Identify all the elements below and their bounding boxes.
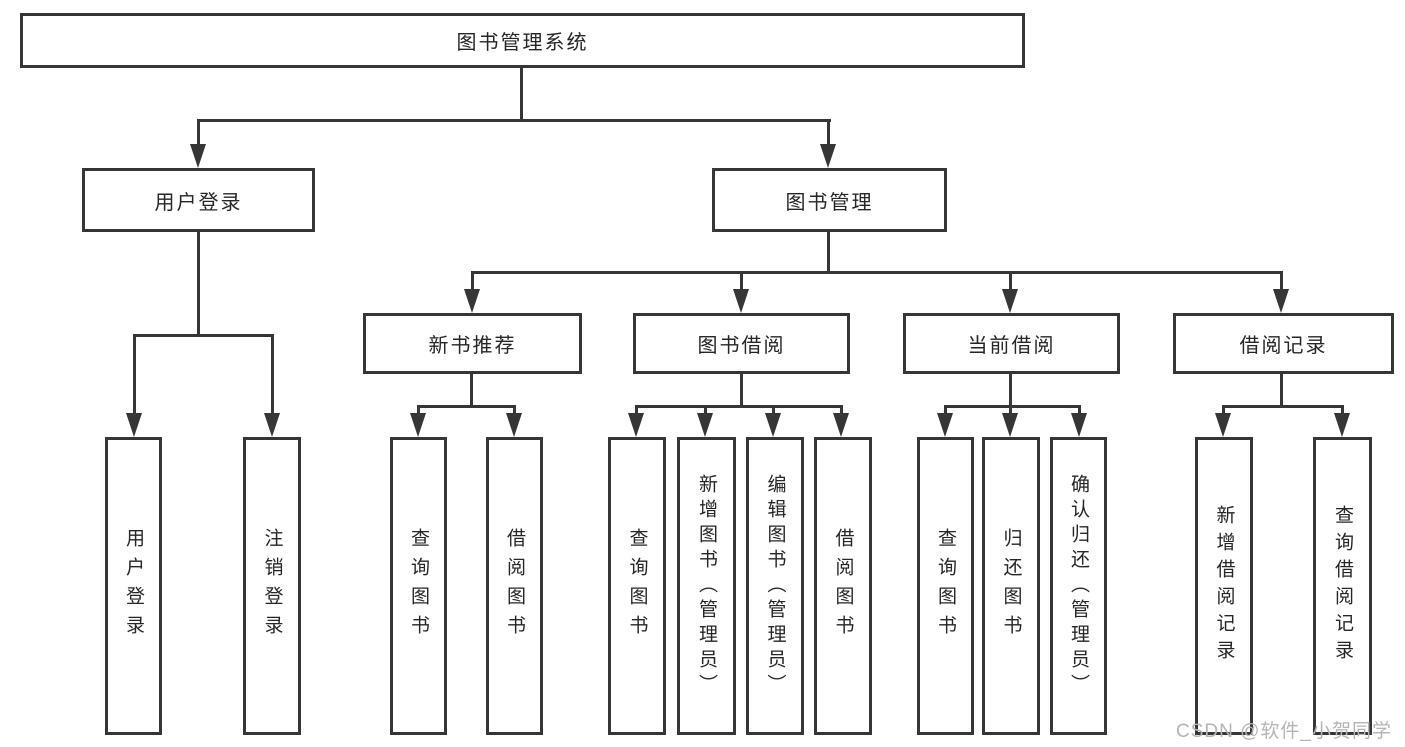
connector-user-login-split xyxy=(133,334,274,337)
leaf-label: 确认归还（管理员） xyxy=(1068,473,1089,699)
leaf-borrow-books-borrowing: 借阅图书 xyxy=(814,437,872,735)
connector-stem-user-login xyxy=(197,119,200,147)
node-label: 图书借阅 xyxy=(697,335,786,357)
node-label: 图书管理 xyxy=(785,191,874,214)
csdn-watermark: CSDN @软件_小贺同学 xyxy=(1176,721,1392,742)
connector-borrow-records-trunk xyxy=(1280,374,1283,408)
leaf-label: 新增图书（管理员） xyxy=(696,473,717,699)
connector-stem-d2 xyxy=(1009,405,1012,417)
leaf-label: 用户登录 xyxy=(123,528,144,644)
leaf-borrow-books-recommend: 借阅图书 xyxy=(486,437,543,735)
node-book-borrowing: 图书借阅 xyxy=(633,313,850,374)
connector-user-login-trunk xyxy=(197,232,200,335)
connector-stem-e2 xyxy=(1341,405,1344,417)
node-current-borrowing: 当前借阅 xyxy=(903,313,1120,374)
arrowhead-borrow-records xyxy=(1273,289,1289,313)
arrowhead-leaf-logout xyxy=(264,413,280,437)
leaf-label: 注销登录 xyxy=(261,528,283,644)
leaf-return-book: 归还图书 xyxy=(982,437,1040,735)
arrowhead-current-borrow xyxy=(1002,289,1018,313)
arrowhead-b2 xyxy=(506,413,522,437)
connector-stem-c3 xyxy=(772,405,775,417)
leaf-label: 借阅图书 xyxy=(504,528,525,644)
arrowhead-book-mgmt xyxy=(820,144,836,168)
connector-stem-book-borrow xyxy=(740,271,743,291)
leaf-label: 查询借阅记录 xyxy=(1332,505,1353,667)
connector-root-split xyxy=(197,119,831,122)
connector-stem-b1 xyxy=(417,405,420,417)
connector-stem-current-borrow xyxy=(1009,271,1012,291)
connector-current-borrow-trunk xyxy=(1009,374,1012,408)
arrowhead-e2 xyxy=(1334,413,1350,437)
leaf-user-login: 用户登录 xyxy=(105,437,162,735)
connector-new-book-rec-trunk xyxy=(470,374,473,408)
connector-book-borrow-split xyxy=(635,405,843,408)
connector-stem-book-mgmt xyxy=(827,119,830,147)
connector-stem-c2 xyxy=(704,405,707,417)
connector-stem-leaf-user-login xyxy=(133,334,136,415)
leaf-query-books-recommend: 查询图书 xyxy=(390,437,447,735)
connector-stem-c1 xyxy=(635,405,638,417)
arrowhead-new-book-rec xyxy=(464,289,480,313)
node-book-management: 图书管理 xyxy=(712,168,947,232)
leaf-label: 编辑图书（管理员） xyxy=(764,473,786,699)
arrowhead-user-login xyxy=(190,144,206,168)
arrowhead-book-borrow xyxy=(733,289,749,313)
node-label: 当前借阅 xyxy=(967,335,1056,357)
arrowhead-c4 xyxy=(833,413,849,437)
connector-book-mgmt-trunk xyxy=(827,232,830,273)
node-root-library-system: 图书管理系统 xyxy=(20,13,1025,68)
arrowhead-leaf-user-login xyxy=(126,413,142,437)
node-label: 借阅记录 xyxy=(1239,335,1328,357)
leaf-label: 借阅图书 xyxy=(832,528,854,644)
arrowhead-d1 xyxy=(937,413,953,437)
node-borrowing-records: 借阅记录 xyxy=(1173,313,1394,374)
connector-stem-leaf-logout xyxy=(271,334,274,415)
leaf-label: 查询图书 xyxy=(935,528,956,644)
connector-current-borrow-split xyxy=(944,405,1081,408)
connector-stem-d3 xyxy=(1078,405,1081,417)
leaf-logout: 注销登录 xyxy=(243,437,301,735)
connector-stem-b2 xyxy=(513,405,516,417)
connector-stem-d1 xyxy=(944,405,947,417)
leaf-query-books-current: 查询图书 xyxy=(917,437,974,735)
leaf-label: 查询图书 xyxy=(626,528,648,644)
connector-stem-new-book-rec xyxy=(471,271,474,291)
arrowhead-c2 xyxy=(697,413,713,437)
node-label: 图书管理系统 xyxy=(456,32,589,54)
connector-borrow-records-split xyxy=(1222,405,1344,408)
node-new-book-recommend: 新书推荐 xyxy=(363,313,582,374)
leaf-label: 新增借阅记录 xyxy=(1213,505,1235,667)
node-user-login: 用户登录 xyxy=(82,168,315,232)
arrowhead-b1 xyxy=(410,413,426,437)
connector-new-book-rec-split xyxy=(417,405,516,408)
arrowhead-d3 xyxy=(1071,413,1087,437)
leaf-edit-book-admin: 编辑图书（管理员） xyxy=(746,437,804,735)
connector-stem-e1 xyxy=(1222,405,1225,417)
node-label: 用户登录 xyxy=(154,191,243,214)
leaf-confirm-return-admin: 确认归还（管理员） xyxy=(1050,437,1107,735)
arrowhead-c3 xyxy=(765,413,781,437)
connector-stem-borrow-records xyxy=(1280,271,1283,291)
arrowhead-d2 xyxy=(1002,413,1018,437)
leaf-query-borrow-record: 查询借阅记录 xyxy=(1313,437,1372,735)
node-label: 新书推荐 xyxy=(428,335,517,357)
leaf-label: 归还图书 xyxy=(1000,528,1022,644)
arrowhead-e1 xyxy=(1215,413,1231,437)
arrowhead-c1 xyxy=(628,413,644,437)
leaf-label: 查询图书 xyxy=(408,528,429,644)
connector-stem-c4 xyxy=(840,405,843,417)
leaf-add-borrow-record: 新增借阅记录 xyxy=(1195,437,1253,735)
leaf-query-books-borrowing: 查询图书 xyxy=(608,437,666,735)
leaf-add-book-admin: 新增图书（管理员） xyxy=(677,437,736,735)
connector-book-mgmt-split xyxy=(471,271,1283,274)
connector-book-borrow-trunk xyxy=(740,374,743,408)
connector-root-trunk xyxy=(520,68,523,120)
